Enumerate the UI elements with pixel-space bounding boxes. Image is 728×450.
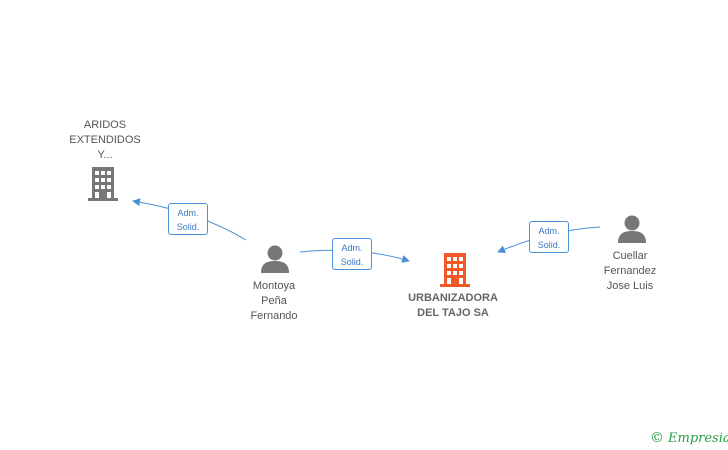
node-label-aridos[interactable]: ARIDOS EXTENDIDOS Y... — [69, 119, 141, 161]
node-label-montoya[interactable]: Montoya Peña Fernando — [250, 280, 298, 322]
person-icon[interactable] — [618, 215, 646, 244]
copyright-symbol: © — [650, 430, 664, 446]
main-building-icon[interactable] — [440, 253, 470, 287]
person-icon[interactable] — [261, 245, 289, 274]
edge-label-montoya-aridos: Adm. Solid. — [168, 203, 208, 235]
node-label-urbanizadora[interactable]: URBANIZADORA DEL TAJO SA — [408, 292, 498, 319]
building-icon[interactable] — [88, 167, 118, 201]
brand-name: Empresia — [668, 431, 728, 446]
edge-label-montoya-urbanizadora: Adm. Solid. — [332, 238, 372, 270]
empresia-logo: © Empresia — [650, 430, 728, 446]
edge-label-cuellar-urbanizadora: Adm. Solid. — [529, 221, 569, 253]
node-label-cuellar[interactable]: Cuellar Fernandez Jose Luis — [603, 250, 657, 292]
